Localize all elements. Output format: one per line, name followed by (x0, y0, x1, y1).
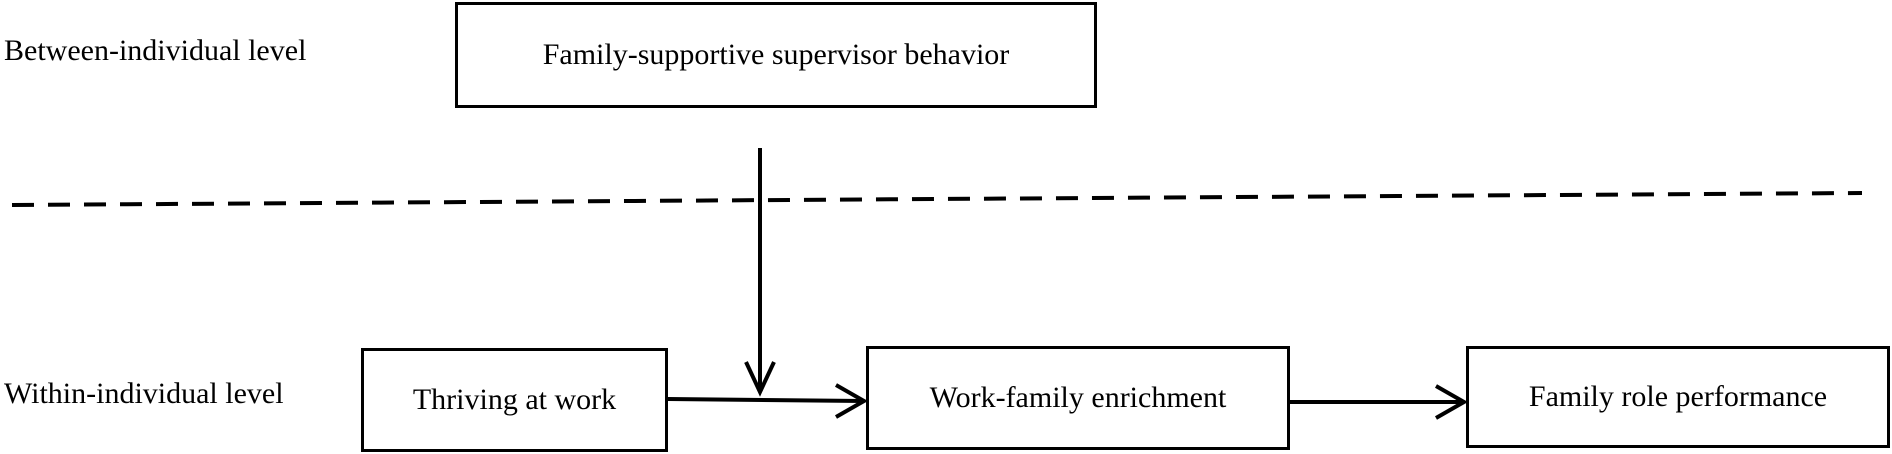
arrow-enrichment-to-performance-head (1435, 384, 1469, 420)
performance-label: Family role performance (1528, 380, 1828, 413)
arrow-thriving-to-enrichment-head (835, 383, 869, 419)
enrichment-box: Work-family enrichment (866, 346, 1290, 450)
enrichment-label: Work-family enrichment (929, 381, 1227, 414)
fssb-box: Family-supportive supervisor behavior (455, 2, 1097, 108)
moderation-arrowhead (744, 361, 776, 397)
fssb-label: Family-supportive supervisor behavior (542, 38, 1010, 71)
thriving-box: Thriving at work (361, 348, 668, 452)
between-level-label: Between-individual level (4, 34, 307, 67)
level-divider-dashed-line (11, 191, 1863, 207)
within-level-label: Within-individual level (4, 377, 284, 410)
arrow-thriving-to-enrichment-line (667, 397, 865, 403)
performance-box: Family role performance (1466, 346, 1890, 448)
thriving-label: Thriving at work (412, 383, 617, 416)
